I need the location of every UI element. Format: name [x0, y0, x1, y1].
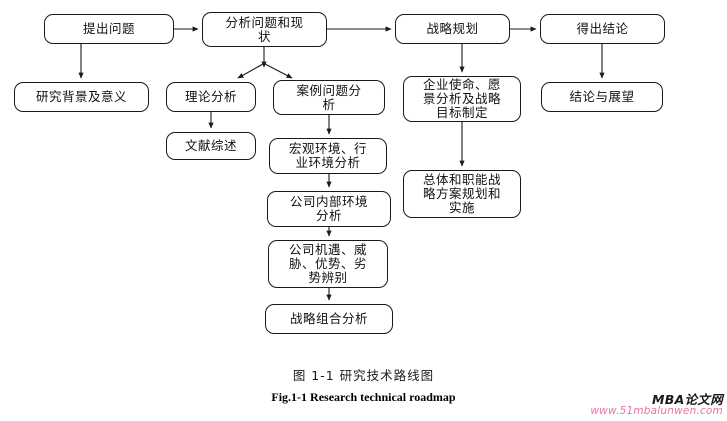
- node-research-background-significance[interactable]: 研究背景及意义: [14, 82, 149, 112]
- node-conclusion-outlook[interactable]: 结论与展望: [541, 82, 663, 112]
- node-internal-environment-analysis[interactable]: 公司内部环境 分析: [267, 191, 391, 227]
- node-draw-conclusion[interactable]: 得出结论: [540, 14, 665, 44]
- watermark-url: www.51mbalunwen.com: [590, 404, 723, 417]
- node-mission-vision-strategic-goals[interactable]: 企业使命、愿 景分析及战略 目标制定: [403, 76, 521, 122]
- node-label: 战略组合分析: [289, 311, 368, 326]
- node-label: 案例问题分 析: [296, 82, 362, 112]
- node-label: 理论分析: [184, 89, 237, 104]
- watermark-brand: MBA论文网: [652, 391, 723, 407]
- node-label: 提出问题: [82, 21, 135, 36]
- node-label: 公司内部环境 分析: [289, 194, 368, 223]
- node-literature-review[interactable]: 文献综述: [166, 132, 256, 160]
- node-strategic-planning[interactable]: 战略规划: [395, 14, 510, 44]
- node-overall-functional-strategy-implementation[interactable]: 总体和职能战 略方案规划和 实施: [403, 170, 521, 218]
- node-label: 分析问题和现 状: [225, 14, 304, 44]
- node-label: 企业使命、愿 景分析及战略 目标制定: [422, 77, 501, 120]
- node-label: 总体和职能战 略方案规划和 实施: [422, 172, 501, 215]
- figure-caption-english: Fig.1-1 Research technical roadmap: [271, 390, 456, 404]
- node-label: 宏观环境、行 业环境分析: [288, 141, 367, 170]
- node-swot-identification[interactable]: 公司机遇、威 胁、优势、劣 势辨别: [268, 240, 388, 288]
- node-label: 研究背景及意义: [35, 89, 127, 104]
- watermark: MBA论文网 www.51mbalunwen.com: [590, 393, 723, 417]
- node-label: 得出结论: [576, 21, 629, 36]
- node-raise-question[interactable]: 提出问题: [44, 14, 174, 44]
- node-analyze-problem-status[interactable]: 分析问题和现 状: [202, 12, 327, 47]
- node-label: 文献综述: [184, 138, 237, 153]
- node-theoretical-analysis[interactable]: 理论分析: [166, 82, 256, 112]
- node-macro-industry-environment-analysis[interactable]: 宏观环境、行 业环境分析: [269, 138, 387, 174]
- node-label: 公司机遇、威 胁、优势、劣 势辨别: [288, 242, 367, 285]
- node-label: 结论与展望: [569, 89, 635, 104]
- edge-n2-branch: [237, 47, 293, 79]
- node-case-problem-analysis[interactable]: 案例问题分 析: [273, 80, 385, 115]
- node-strategy-portfolio-analysis[interactable]: 战略组合分析: [265, 304, 393, 334]
- figure-caption-chinese: 图 1-1 研究技术路线图: [292, 368, 435, 383]
- node-label: 战略规划: [426, 21, 479, 36]
